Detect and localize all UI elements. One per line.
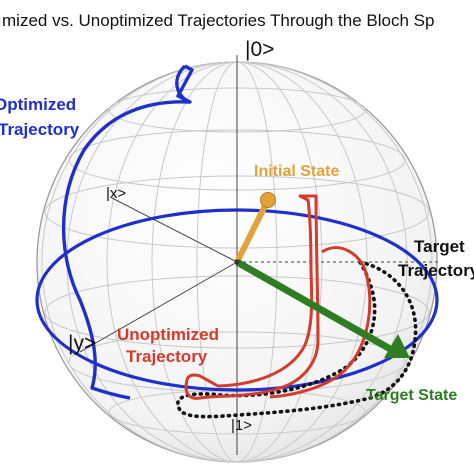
target-trajectory-label-line1: Target xyxy=(414,237,465,256)
figure-title: mized vs. Unoptimized Trajectories Throu… xyxy=(2,11,434,30)
target-trajectory-path xyxy=(176,260,418,419)
initial-state-label: Initial State xyxy=(254,163,339,180)
axes xyxy=(79,55,440,455)
ket-y-label: |y> xyxy=(68,332,96,355)
equator-ring xyxy=(35,208,439,392)
target-state-vector xyxy=(235,258,394,354)
optimized-label-line2: Trajectory xyxy=(0,120,80,139)
unoptimized-label-line2: Trajectory xyxy=(126,347,208,366)
ket-one-label: |1> xyxy=(231,417,252,434)
initial-state-head xyxy=(260,192,276,208)
origin-point xyxy=(234,259,240,265)
unoptimized-label-line1: Unoptimized xyxy=(117,325,219,344)
ket-x-label: |x> xyxy=(106,185,126,202)
target-trajectory-label-line2: Trajectory xyxy=(398,261,474,280)
optimized-trajectory-cusp xyxy=(176,64,194,104)
target-state-arrowhead xyxy=(384,334,410,358)
ket-zero-label: |0> xyxy=(245,38,274,61)
target-state-label: Target State xyxy=(366,387,457,404)
optimized-label-line1: Optimized xyxy=(0,95,76,114)
unoptimized-trajectory-path xyxy=(184,194,320,400)
initial-state-vector xyxy=(234,197,271,265)
